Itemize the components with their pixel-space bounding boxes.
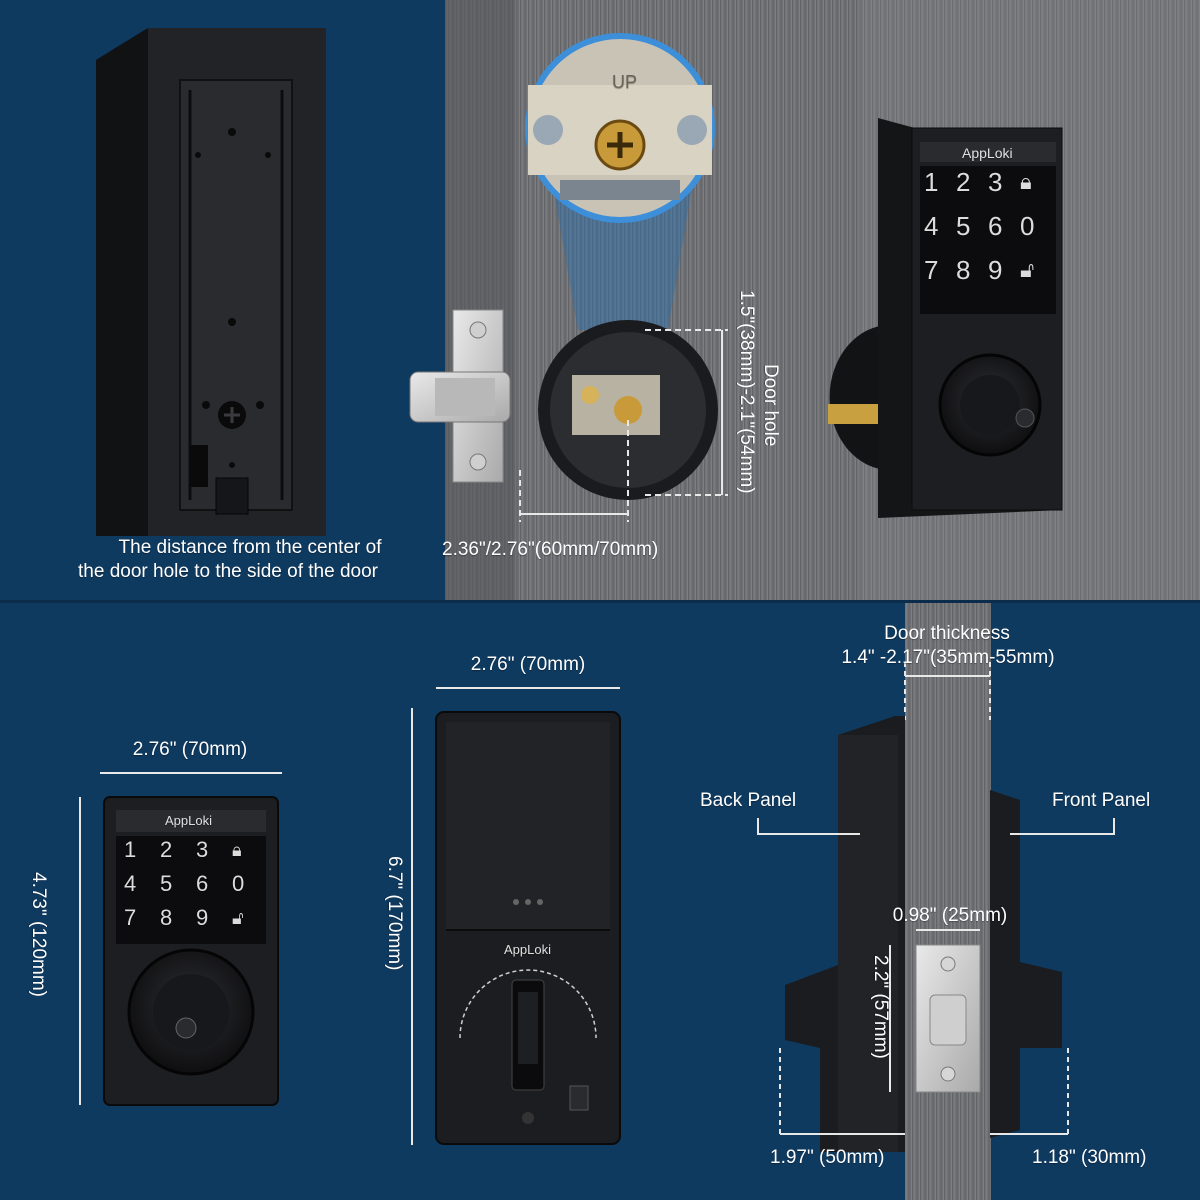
key-3[interactable]: 3 [988,167,1003,197]
unlock-icon[interactable]: 🔓︎ [232,908,244,928]
front-height-dimension: 4.73" (120mm) [28,872,49,998]
backset-caption-line1: The distance from the center of [118,537,382,558]
key-0[interactable]: 0 [232,871,245,896]
door-hole-dimension: 1.5"(38mm)-2.1"(54mm) [736,290,757,494]
latch-width-dimension: 0.98" (25mm) [892,905,1008,926]
zoom-detail [525,33,715,223]
key-8[interactable]: 8 [956,255,971,285]
front-keypad-view [79,772,282,1106]
key-4[interactable]: 4 [124,871,137,896]
key-5[interactable]: 5 [956,211,971,241]
brand-top-lock: AppLoki [962,145,1013,161]
back-height-dimension: 6.7" (170mm) [384,856,405,971]
top-left-panel [0,0,445,600]
key-7[interactable]: 7 [124,905,137,930]
key-2[interactable]: 2 [956,167,971,197]
back-panel-view [411,687,621,1145]
brand-back-panel: AppLoki [504,942,551,957]
key-6[interactable]: 6 [988,211,1003,241]
key-4[interactable]: 4 [924,211,939,241]
latch-bolt [409,309,511,483]
front-width-dimension: 2.76" (70mm) [132,739,248,760]
back-depth-dimension: 1.97" (50mm) [770,1147,885,1168]
key-6[interactable]: 6 [196,871,209,896]
door-hole [538,320,718,500]
key-5[interactable]: 5 [160,871,173,896]
lock-icon[interactable]: 🔒︎ [1020,169,1032,194]
key-0[interactable]: 0 [1020,211,1035,241]
key-9[interactable]: 9 [196,905,209,930]
front-panel-label: Front Panel [1052,790,1151,811]
backset-caption-line2: the door hole to the side of the door [78,561,378,582]
brand-front-keypad: AppLoki [165,813,212,828]
key-8[interactable]: 8 [160,905,173,930]
backset-dimension: 2.36"/2.76"(60mm/70mm) [442,539,659,560]
door-thickness-dimension: 1.4" -2.17"(35mm-55mm) [841,647,1055,668]
door-thickness-label: Door thickness [884,623,1010,644]
key-1[interactable]: 1 [124,837,137,862]
key-3[interactable]: 3 [196,837,209,862]
keypad-top: 1 2 3 🔒︎ 4 5 6 0 7 8 9 🔓︎ [924,167,1052,285]
lock-icon[interactable]: 🔒︎ [232,840,242,860]
back-panel-label: Back Panel [700,790,797,811]
key-9[interactable]: 9 [988,255,1003,285]
side-view [757,603,1115,1200]
back-mounting-plate [96,28,326,536]
top-right-panel [409,0,1200,600]
latch-height-dimension: 2.2" (57mm) [870,955,891,1059]
keypad-front: 1 2 3 🔒︎ 4 5 6 0 7 8 9 🔓︎ [124,838,268,930]
up-marking: UP [612,72,638,92]
door-hole-label: Door hole [760,364,781,447]
key-7[interactable]: 7 [924,255,939,285]
unlock-icon[interactable]: 🔓︎ [1020,257,1035,282]
installed-keypad-lock [828,118,1063,518]
key-1[interactable]: 1 [924,167,939,197]
front-depth-dimension: 1.18" (30mm) [1032,1147,1147,1168]
back-width-dimension: 2.76" (70mm) [470,654,586,675]
key-2[interactable]: 2 [160,837,173,862]
